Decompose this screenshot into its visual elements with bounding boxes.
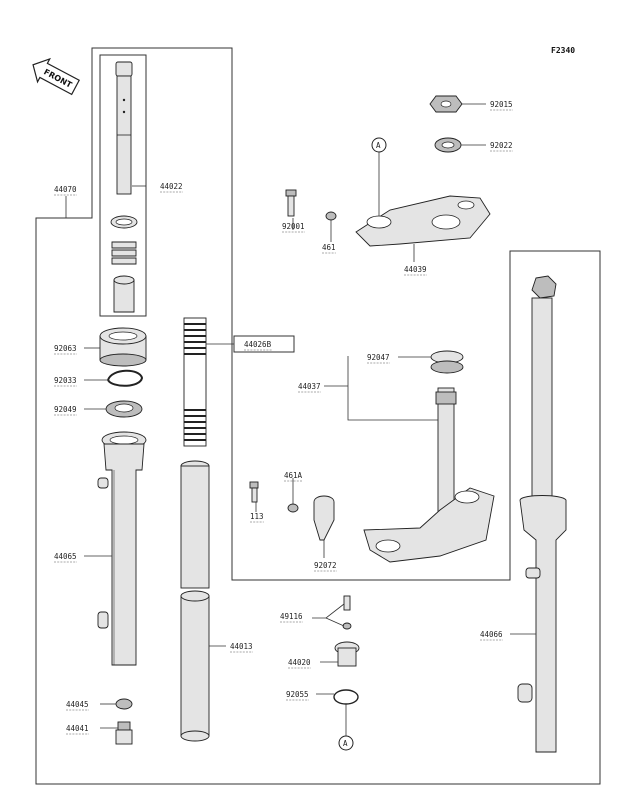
- clamp-92072: [313, 495, 335, 541]
- part-label-49116: 49116: [280, 612, 303, 621]
- part-label-92022: 92022: [490, 141, 513, 150]
- nut-461: [325, 211, 337, 221]
- part-label-92049: 92049: [54, 405, 77, 414]
- right-fork-44066: [517, 275, 567, 753]
- reference-mark-bottom: A: [338, 704, 354, 751]
- bolt-44041: [115, 721, 133, 745]
- bleeder-49116: [342, 595, 352, 630]
- left-fork-assembly-outline: [35, 47, 601, 785]
- part-label-92072: 92072: [314, 561, 337, 570]
- fork-spring-44026b: [183, 317, 207, 447]
- part-label-44070: 44070: [54, 185, 77, 194]
- part-label-44066: 44066: [480, 630, 503, 639]
- leader-lines: [65, 103, 536, 729]
- washer-44045: [115, 698, 133, 710]
- washer-92049: [105, 400, 143, 418]
- part-label-92055: 92055: [286, 690, 309, 699]
- part-label-44045: 44045: [66, 700, 89, 709]
- svg-text:A: A: [376, 141, 381, 150]
- part-label-92015: 92015: [490, 100, 513, 109]
- circlip-92033: [107, 369, 144, 387]
- part-label-44026b: 44026B: [244, 340, 272, 349]
- outer-tube-44065: [97, 431, 147, 666]
- part-label-92001: 92001: [282, 222, 305, 231]
- part-label-44039: 44039: [404, 265, 427, 274]
- upper-bracket-44039: [355, 195, 491, 247]
- part-label-44041: 44041: [66, 724, 89, 733]
- part-label-44020: 44020: [288, 658, 311, 667]
- damper-cartridge: [110, 61, 138, 313]
- figure-code: F2340: [551, 46, 575, 55]
- inner-tube-44013: [180, 460, 210, 742]
- nut-92015: [429, 95, 463, 113]
- part-box-44022: [99, 54, 147, 317]
- bolt-113: [249, 481, 259, 503]
- part-label-461a: 461A: [284, 471, 303, 480]
- part-label-461: 461: [322, 243, 336, 252]
- oring-92055: [333, 689, 359, 705]
- part-label-113: 113: [250, 512, 264, 521]
- reference-mark-top: A: [371, 137, 387, 216]
- bolt-92001: [285, 189, 297, 217]
- part-label-92063: 92063: [54, 344, 77, 353]
- part-label-44037: 44037: [298, 382, 321, 391]
- part-label-92033: 92033: [54, 376, 77, 385]
- washer-92022: [434, 137, 462, 153]
- stem-lower-bracket-44037: [363, 350, 495, 563]
- part-label-44065: 44065: [54, 552, 77, 561]
- part-number-labels: 44070 44022 92063 92033 92049 44026B 44065 4401…: [54, 100, 513, 735]
- nut-461a: [287, 503, 299, 513]
- svg-text:A: A: [343, 739, 348, 748]
- part-label-92047: 92047: [367, 353, 390, 362]
- plug-44020: [334, 641, 360, 667]
- oil-seal-92063: [99, 327, 147, 367]
- part-label-44022: 44022: [160, 182, 183, 191]
- part-label-44013: 44013: [230, 642, 253, 651]
- front-arrow-icon: FRONT: [32, 57, 80, 96]
